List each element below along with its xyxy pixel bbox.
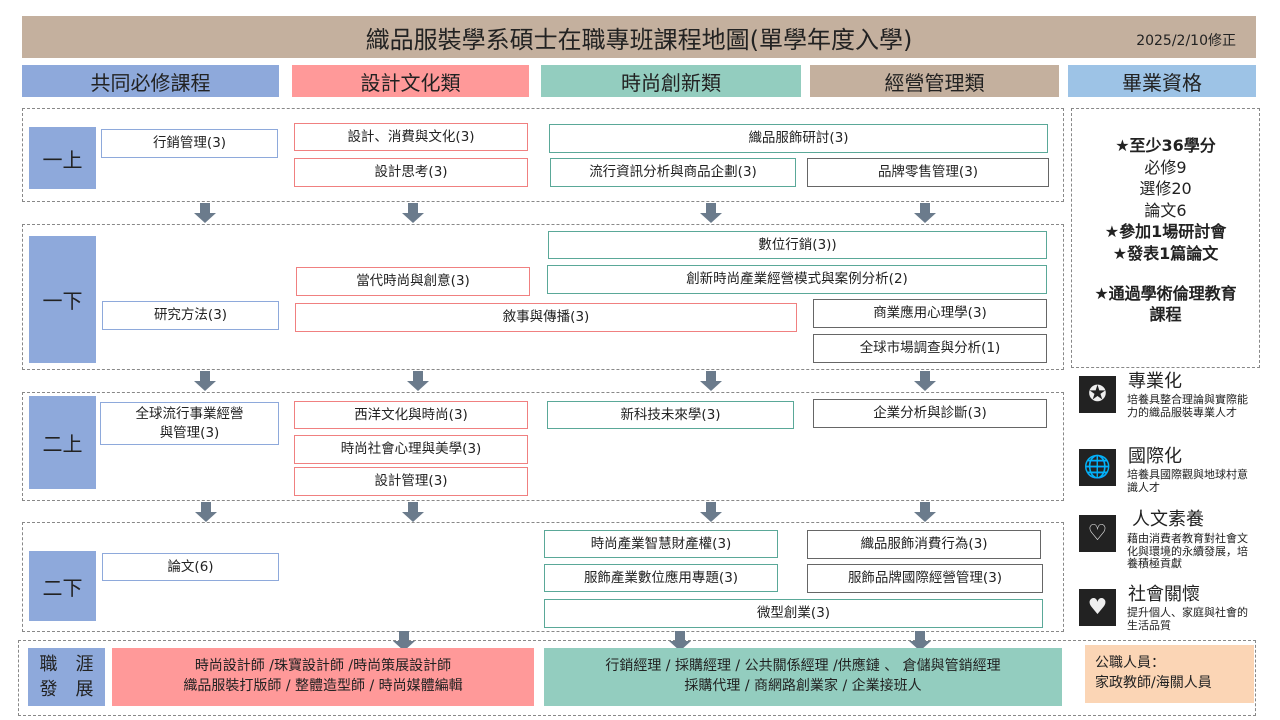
globe-icon: 🌐 xyxy=(1079,449,1116,486)
course-box: 設計、消費與文化(3) xyxy=(294,123,528,151)
year-label: 一上 xyxy=(29,127,96,189)
page-title: 織品服裝學系碩士在職專班課程地圖(單學年度入學) 2025/2/10修正 xyxy=(22,16,1256,58)
course-box: 全球市場調查與分析(1) xyxy=(813,334,1047,363)
arrow-down-icon xyxy=(914,371,936,393)
arrow-down-icon xyxy=(700,502,722,524)
course-box: 時尚社會心理與美學(3) xyxy=(294,435,528,464)
header-graduation: 畢業資格 xyxy=(1068,65,1256,97)
career-label-line: 發 展 xyxy=(39,679,94,700)
course-box: 數位行銷(3)) xyxy=(548,231,1047,259)
course-box: 論文(6) xyxy=(102,553,279,581)
course-box: 織品服飾研討(3) xyxy=(549,124,1048,153)
grad-item: 課程 xyxy=(1149,305,1182,325)
course-box: 新科技未來學(3) xyxy=(547,401,794,429)
career-label: 職 涯 發 展 xyxy=(28,648,105,706)
arrow-down-icon xyxy=(914,502,936,524)
arrow-down-icon xyxy=(700,371,722,393)
arrow-down-icon xyxy=(194,203,216,225)
year-label: 一下 xyxy=(29,236,96,363)
value-desc: 藉由消費者教育對社會文化與環境的永續發展，培養積極貢獻 xyxy=(1127,532,1248,571)
heart-circle-icon: ♡ xyxy=(1079,515,1116,552)
grad-item: ★至少36學分 xyxy=(1115,136,1216,155)
arrow-down-icon xyxy=(909,631,931,653)
grad-item: 選修20 xyxy=(1139,179,1192,199)
career-section xyxy=(18,640,1256,716)
course-box: 創新時尚產業經營模式與案例分析(2) xyxy=(547,265,1047,294)
semester-2a-section xyxy=(22,392,1064,501)
semester-1b-section xyxy=(22,224,1064,370)
course-box: 織品服飾消費行為(3) xyxy=(807,530,1041,559)
course-box: 設計思考(3) xyxy=(294,158,528,187)
course-box: 服飾品牌國際經營管理(3) xyxy=(807,564,1043,593)
course-box: 行銷管理(3) xyxy=(101,129,278,158)
graduation-requirements: ★至少36學分 必修9 選修20 論文6 ★參加1場研討會 ★發表1篇論文 ★通… xyxy=(1071,108,1260,368)
grad-item: ★發表1篇論文 xyxy=(1112,243,1219,263)
arrow-down-icon xyxy=(669,631,691,653)
course-box: 研究方法(3) xyxy=(102,301,279,330)
arrow-down-icon xyxy=(402,203,424,225)
arrow-down-icon xyxy=(914,203,936,225)
course-box: 企業分析與診斷(3) xyxy=(813,399,1047,428)
course-box: 當代時尚與創意(3) xyxy=(296,267,530,296)
course-box: 時尚產業智慧財產權(3) xyxy=(544,530,778,558)
career-public-roles: 公職人員： 家政教師/海關人員 xyxy=(1085,645,1254,703)
value-title: 國際化 xyxy=(1128,446,1182,467)
hands-star-icon: ✪ xyxy=(1079,376,1116,413)
value-title: 專業化 xyxy=(1128,371,1182,392)
header-fashion-innovation: 時尚創新類 xyxy=(541,65,801,97)
course-box: 全球流行事業經營 與管理(3) xyxy=(100,402,279,445)
arrow-down-icon xyxy=(195,502,217,524)
grad-item: ★參加1場研討會 xyxy=(1104,222,1227,242)
arrow-down-icon xyxy=(194,371,216,393)
career-business-roles: 行銷經理 / 採購經理 / 公共關係經理 /供應鏈 、 倉儲與管銷經理 採購代理… xyxy=(544,648,1062,706)
arrow-down-icon xyxy=(402,502,424,524)
grad-item: ★通過學術倫理教育 xyxy=(1094,283,1237,303)
community-heart-icon: ♥ xyxy=(1079,589,1116,626)
semester-1a-section xyxy=(22,108,1064,202)
year-label: 二下 xyxy=(29,551,96,621)
arrow-down-icon xyxy=(393,631,415,653)
header-common-required: 共同必修課程 xyxy=(22,65,279,97)
course-box: 流行資訊分析與商品企劃(3) xyxy=(550,158,796,187)
year-label: 二上 xyxy=(29,396,96,489)
course-box: 設計管理(3) xyxy=(294,467,528,496)
course-box: 微型創業(3) xyxy=(544,599,1043,628)
course-box: 商業應用心理學(3) xyxy=(813,299,1047,328)
value-desc: 培養具國際觀與地球村意識人才 xyxy=(1127,468,1248,494)
semester-2b-section xyxy=(22,522,1064,632)
value-desc: 培養具整合理論與實際能力的織品服裝專業人才 xyxy=(1127,393,1248,419)
revision-date: 2025/2/10修正 xyxy=(1136,33,1236,49)
course-box: 服飾產業數位應用專題(3) xyxy=(544,564,778,592)
grad-item: 論文6 xyxy=(1144,200,1187,220)
course-box: 敘事與傳播(3) xyxy=(295,303,797,332)
arrow-down-icon xyxy=(407,371,429,393)
grad-item: 必修9 xyxy=(1144,157,1187,177)
value-title: 人文素養 xyxy=(1132,509,1204,530)
career-label-line: 職 涯 xyxy=(39,653,94,675)
career-design-roles: 時尚設計師 /珠寶設計師 /時尚策展設計師 織品服裝打版師 / 整體造型師 / … xyxy=(112,648,534,706)
header-design-culture: 設計文化類 xyxy=(292,65,529,97)
course-box: 西洋文化與時尚(3) xyxy=(294,401,528,429)
header-business-management: 經營管理類 xyxy=(810,65,1059,97)
value-title: 社會關懷 xyxy=(1128,584,1200,605)
title-text: 織品服裝學系碩士在職專班課程地圖(單學年度入學) xyxy=(365,25,913,54)
course-box: 品牌零售管理(3) xyxy=(807,158,1049,187)
value-desc: 提升個人、家庭與社會的生活品質 xyxy=(1127,606,1248,632)
arrow-down-icon xyxy=(700,203,722,225)
